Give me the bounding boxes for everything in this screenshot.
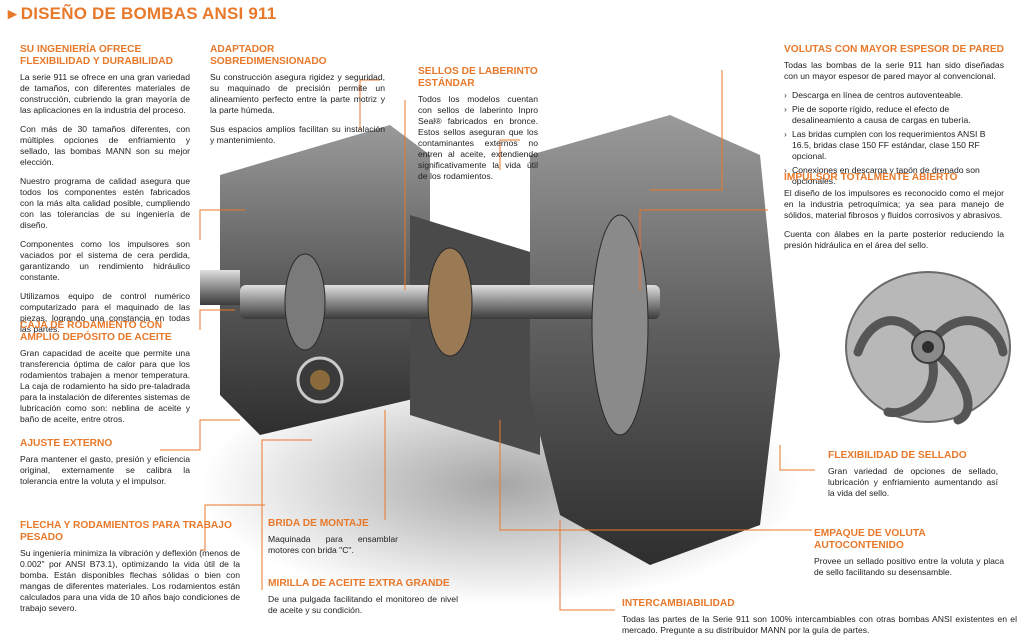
voluta-bullet: Pie de soporte rígido, reduce el efecto … — [784, 104, 1004, 126]
section-sellos-p1: Todos los modelos cuentan con sellos de … — [418, 94, 538, 181]
section-sellos-head: SELLOS DE LABERINTO ESTÁNDAR — [418, 66, 538, 89]
section-brida-p1: Maquinada para ensamblar motores con bri… — [268, 534, 398, 555]
section-voluta-head: VOLUTAS CON MAYOR ESPESOR DE PARED — [784, 44, 1005, 55]
section-ingenieria-p1: La serie 911 se ofrece en una gran varie… — [20, 72, 190, 115]
section-empaque: EMPAQUE DE VOLUTA AUTOCONTENIDO Provee u… — [814, 528, 1004, 586]
bearing-1 — [284, 253, 326, 351]
section-caja-p1: Gran capacidad de aceite que permite una… — [20, 348, 190, 424]
open-impeller-image — [845, 271, 1011, 425]
section-adaptador-head: ADAPTADOR SOBREDIMENSIONADO — [210, 44, 327, 67]
section-ajuste-head: AJUSTE EXTERNO — [20, 438, 113, 449]
section-flecha: FLECHA Y RODAMIENTOS PARA TRABAJO PESADO… — [20, 520, 240, 622]
section-flecha-p1: Su ingeniería minimiza la vibración y de… — [20, 548, 240, 613]
section-adaptador-p1: Su construcción asegura rigidez y seguri… — [210, 72, 385, 115]
labyrinth-seal — [427, 247, 473, 357]
adapter — [410, 215, 540, 455]
oil-sight-glass-center — [310, 370, 330, 390]
section-ingenieria-p5: Utilizamos equipo de control numérico co… — [20, 291, 190, 334]
section-intercambiabilidad: INTERCAMBIABILIDAD Todas las partes de l… — [622, 598, 1017, 644]
section-brida: BRIDA DE MONTAJE Maquinada para ensambla… — [268, 518, 398, 564]
section-adaptador-p2: Sus espacios amplios facilitan su instal… — [210, 124, 385, 145]
bearing-housing — [220, 125, 430, 435]
chevron-right-icon: ▸ — [8, 4, 17, 23]
section-empaque-head: EMPAQUE DE VOLUTA AUTOCONTENIDO — [814, 528, 926, 551]
page-title: ▸DISEÑO DE BOMBAS ANSI 911 — [8, 4, 276, 24]
page-title-text: DISEÑO DE BOMBAS ANSI 911 — [20, 4, 277, 23]
section-caja-head: CAJA DE RODAMIENTO CON AMPLIO DEPÓSITO D… — [20, 320, 172, 343]
section-ajuste-p1: Para mantener el gasto, presión y eficie… — [20, 454, 190, 486]
section-mirilla-p1: De una pulgada facilitando el monitoreo … — [268, 594, 458, 615]
section-ingenieria-head: SU INGENIERÍA OFRECE FLEXIBILIDAD Y DURA… — [20, 44, 174, 67]
section-ingenieria-p4: Componentes como los impulsores son vaci… — [20, 239, 190, 282]
section-intercambiabilidad-p1: Todas las partes de la Serie 911 son 100… — [622, 614, 1017, 635]
section-caja: CAJA DE RODAMIENTO CON AMPLIO DEPÓSITO D… — [20, 320, 190, 433]
section-voluta: VOLUTAS CON MAYOR ESPESOR DE PARED Todas… — [784, 44, 1004, 190]
section-impulsor-p2: Cuenta con álabes en la parte posterior … — [784, 229, 1004, 250]
volute-casing — [530, 115, 780, 565]
section-ingenieria-p2: Con más de 30 tamaños diferentes, con mú… — [20, 124, 190, 167]
impeller-cut — [591, 214, 649, 436]
section-empaque-p1: Provee un sellado positivo entre la volu… — [814, 556, 1004, 577]
section-flexibilidad-p1: Gran variedad de opciones de sellado, lu… — [828, 466, 998, 498]
section-impulsor-head: IMPULSOR TOTALMENTE ABIERTO — [784, 172, 958, 183]
section-flexibilidad-head: FLEXIBILIDAD DE SELLADO — [828, 450, 967, 461]
section-adaptador: ADAPTADOR SOBREDIMENSIONADO Su construcc… — [210, 44, 385, 154]
section-mirilla-head: MIRILLA DE ACEITE EXTRA GRANDE — [268, 578, 450, 589]
section-brida-head: BRIDA DE MONTAJE — [268, 518, 369, 529]
shaft-end — [200, 270, 240, 305]
section-voluta-list: Descarga en línea de centros autoventeab… — [784, 90, 1004, 187]
section-flexibilidad: FLEXIBILIDAD DE SELLADO Gran variedad de… — [828, 450, 998, 507]
section-mirilla: MIRILLA DE ACEITE EXTRA GRANDE De una pu… — [268, 578, 458, 624]
section-impulsor: IMPULSOR TOTALMENTE ABIERTO El diseño de… — [784, 172, 1004, 259]
voluta-bullet: Descarga en línea de centros autoventeab… — [784, 90, 1004, 101]
voluta-bullet: Conexiones en descarga y tapón de drenad… — [784, 165, 1004, 187]
section-voluta-p1: Todas las bombas de la serie 911 han sid… — [784, 60, 1004, 81]
section-ingenieria: SU INGENIERÍA OFRECE FLEXIBILIDAD Y DURA… — [20, 44, 190, 343]
section-ingenieria-p3: Nuestro programa de calidad asegura que … — [20, 176, 190, 230]
voluta-bullet: Las bridas cumplen con los requerimiento… — [784, 129, 1004, 162]
section-ajuste: AJUSTE EXTERNO Para mantener el gasto, p… — [20, 438, 190, 495]
section-impulsor-p1: El diseño de los impulsores es reconocid… — [784, 188, 1004, 220]
section-sellos: SELLOS DE LABERINTO ESTÁNDAR Todos los m… — [418, 66, 538, 190]
section-intercambiabilidad-head: INTERCAMBIABILIDAD — [622, 598, 735, 609]
section-flecha-head: FLECHA Y RODAMIENTOS PARA TRABAJO PESADO — [20, 520, 232, 543]
